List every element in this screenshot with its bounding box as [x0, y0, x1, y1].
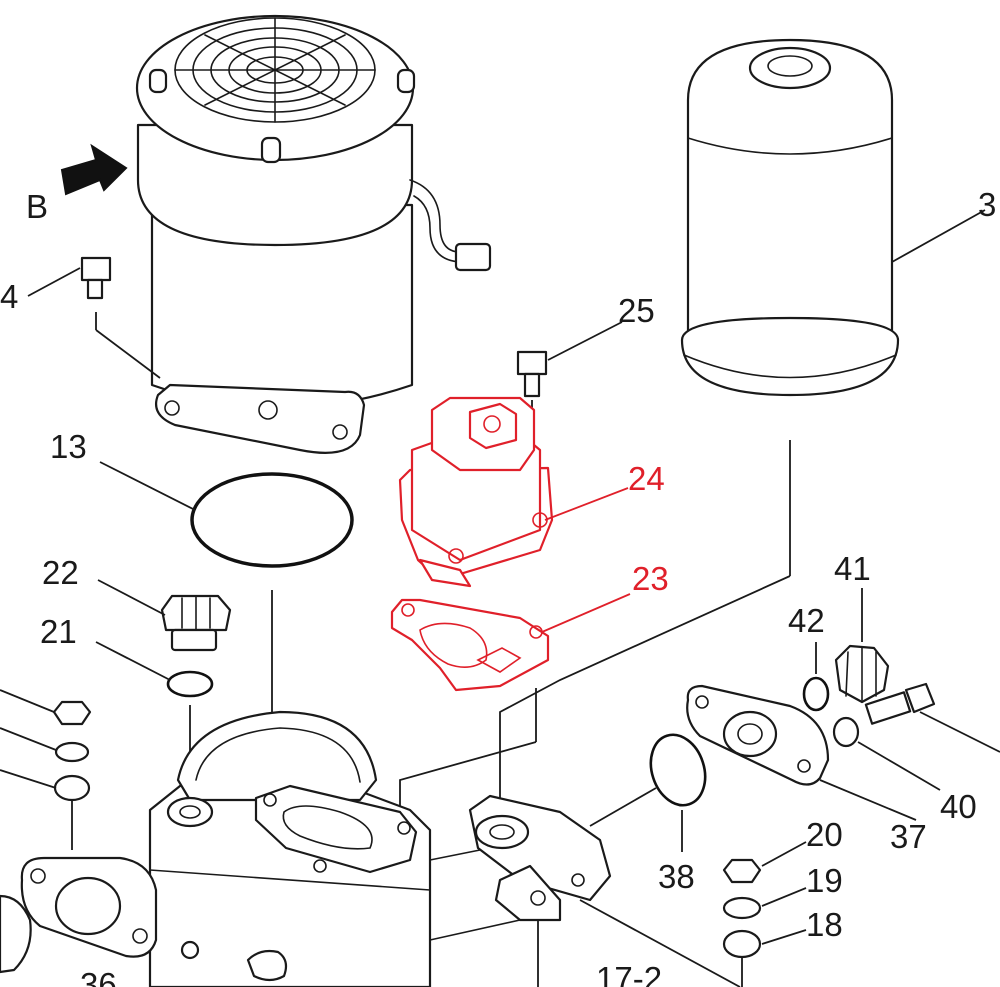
callout-22: 22 [42, 554, 79, 591]
callout-3: 3 [978, 186, 996, 223]
callout-24: 24 [628, 460, 665, 497]
bolt-25: 25 [516, 292, 655, 412]
gasket-23-highlighted: 23 [390, 560, 669, 692]
callout-21: 21 [40, 613, 77, 650]
callout-23: 23 [632, 560, 669, 597]
callout-18: 18 [806, 906, 843, 943]
bolt-4: 4 [0, 256, 161, 379]
callout-4: 4 [0, 278, 18, 315]
callout-19: 19 [806, 862, 843, 899]
callout-13: 13 [50, 428, 87, 465]
washer-42: 42 [788, 602, 830, 712]
callout-37: 37 [890, 818, 927, 855]
filter-canister-3: 3 [499, 38, 996, 800]
callout-38: 38 [658, 858, 695, 895]
flange-37: 37 [686, 684, 927, 855]
nut-41: 41 [834, 550, 890, 704]
hardware-stack-right: 20 19 18 [722, 816, 843, 987]
manifold-housing [0, 710, 741, 987]
o-ring-38: 38 [589, 733, 707, 895]
valve-24-highlighted: 24 [398, 396, 665, 588]
motor-unit [135, 14, 492, 454]
callout-20: 20 [806, 816, 843, 853]
callout-36: 36 [80, 966, 117, 987]
callout-25: 25 [618, 292, 655, 329]
view-arrow-icon [60, 143, 128, 196]
plug-22: 22 [42, 554, 232, 652]
callout-41: 41 [834, 550, 871, 587]
callout-40: 40 [940, 788, 977, 825]
bolt-40: 40 [832, 682, 1000, 825]
callout-42: 42 [788, 602, 825, 639]
left-hardware-stack [0, 689, 92, 820]
view-arrow: B [26, 143, 128, 225]
view-label: B [26, 188, 48, 225]
callout-17-2: 17-2 [596, 960, 662, 987]
